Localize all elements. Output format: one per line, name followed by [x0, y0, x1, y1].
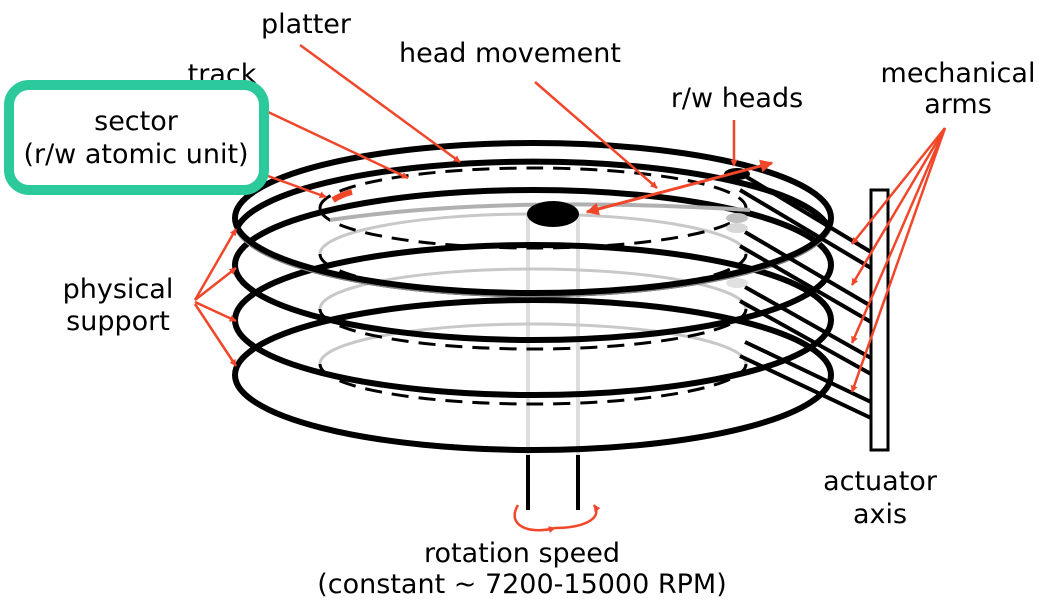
label-mechanical-arms-line1: mechanical — [881, 58, 1036, 89]
label-platter: platter — [261, 9, 352, 40]
label-mechanical-arms-line2: arms — [924, 89, 992, 120]
label-actuator-axis-line2: axis — [853, 499, 907, 530]
label-head-movement: head movement — [399, 38, 621, 69]
rw-head-3 — [726, 223, 748, 233]
platter-4 — [232, 297, 834, 453]
sector-mark — [331, 189, 353, 203]
rotation-arrow — [513, 504, 601, 533]
label-rotation-speed-line2: (constant ~ 7200-15000 RPM) — [317, 569, 727, 600]
spindle — [526, 215, 580, 510]
annotation-arrows — [193, 43, 947, 393]
label-rotation-speed-line1: rotation speed — [424, 538, 620, 569]
label-sector-line2: (r/w atomic unit) — [23, 139, 248, 170]
spindle-hub — [527, 201, 579, 227]
sector-highlight-box — [4, 80, 269, 195]
label-physical-support-line1: physical — [63, 274, 174, 305]
label-actuator-axis-line1: actuator — [823, 466, 938, 497]
label-physical-support-line2: support — [66, 306, 170, 337]
label-rw-heads: r/w heads — [671, 83, 803, 114]
rw-head-2 — [726, 213, 748, 223]
rw-head-4 — [726, 278, 748, 288]
label-sector-line1: sector — [94, 106, 179, 137]
